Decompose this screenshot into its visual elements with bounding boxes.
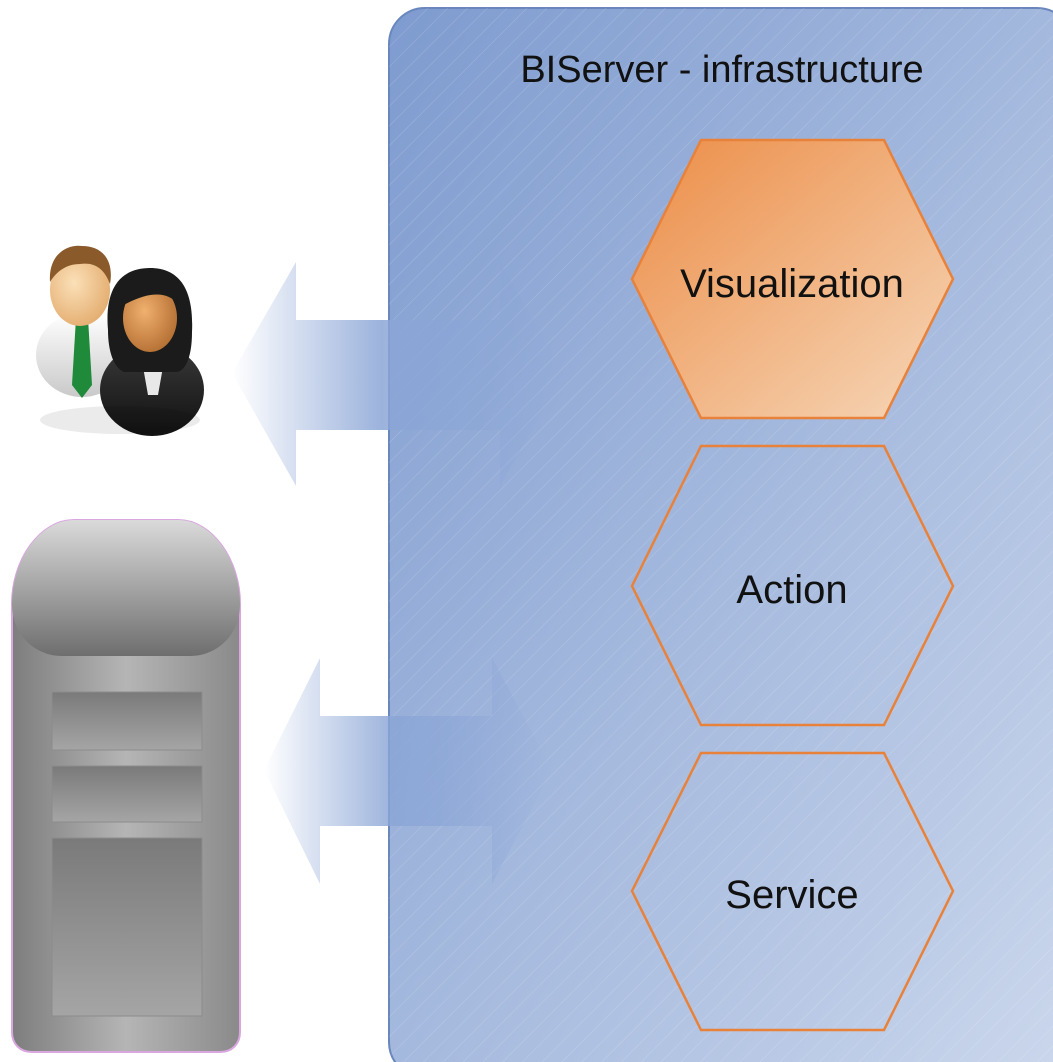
double-arrow-icon bbox=[264, 658, 552, 884]
double-arrow-icon bbox=[232, 262, 564, 486]
layer-visualization: Visualization bbox=[630, 138, 955, 420]
layer-label-action: Action bbox=[736, 568, 847, 612]
users-icon bbox=[36, 245, 204, 436]
layer-service: Service bbox=[630, 751, 955, 1032]
layer-label-service: Service bbox=[725, 873, 858, 917]
container-title: BIServer - infrastructure bbox=[520, 49, 923, 91]
layer-action: Action bbox=[630, 444, 955, 727]
layer-label-visualization: Visualization bbox=[680, 262, 904, 306]
server-tower-icon bbox=[11, 519, 241, 1053]
